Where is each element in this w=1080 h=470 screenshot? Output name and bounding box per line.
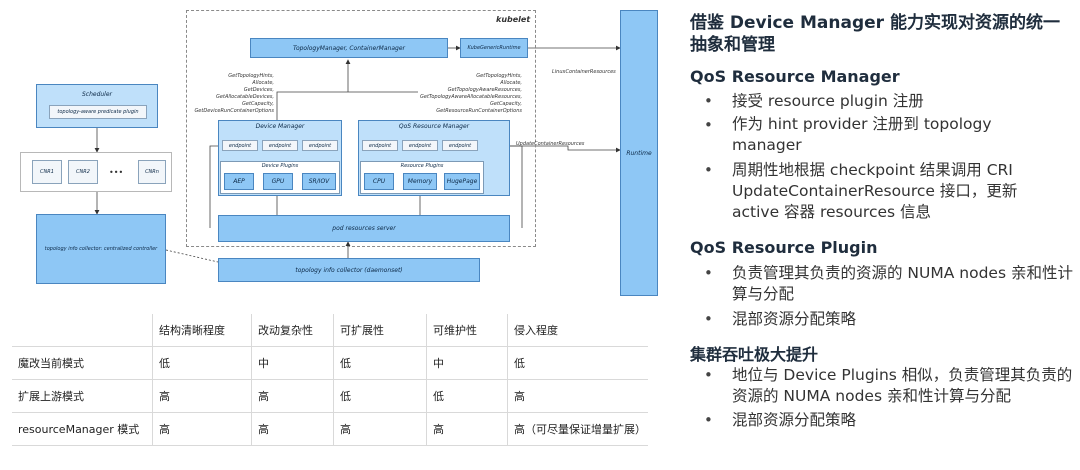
- table-cell: 高: [152, 379, 252, 413]
- table-header-cell: 可扩展性: [333, 314, 427, 347]
- table-cell: 高: [426, 412, 508, 446]
- section-title-qos-plugin: QoS Resource Plugin: [690, 238, 878, 257]
- cpu-plugin-box: CPU: [364, 173, 394, 190]
- bullet-text: 负责管理其负责的资源的 NUMA nodes 亲和性计算与分配: [732, 264, 1073, 303]
- memory-plugin-box: Memory: [403, 173, 437, 190]
- table-cell: 魔改当前模式: [12, 346, 153, 380]
- bullet-text: 地位与 Device Plugins 相似，负责管理其负责的资源的 NUMA n…: [732, 366, 1073, 405]
- bullet-dot: •: [704, 92, 713, 110]
- section-title-cluster-throughput: 集群吞吐极大提升: [690, 345, 819, 364]
- page-title: 借鉴 Device Manager 能力实现对资源的统一抽象和管理: [690, 13, 1060, 55]
- central-collector-box: topology info collector: centralized con…: [36, 214, 166, 284]
- sriov-plugin-box: SR/IOV: [302, 173, 336, 190]
- bullet-text: 混部资源分配策略: [732, 411, 857, 429]
- table-cell: 高: [251, 412, 334, 446]
- table-header-cell: 结构清晰程度: [152, 314, 252, 347]
- bullet-dot: •: [704, 116, 713, 134]
- qos-manager-calls: GetTopologyHints, Allocate, GetTopologyA…: [420, 73, 523, 114]
- table-cell: 中: [426, 346, 508, 380]
- cnr1-box: CNR1: [32, 160, 62, 184]
- qos-endpoint-3: endpoint: [442, 140, 478, 151]
- table-cell: 高（可尽量保证增量扩展）: [507, 412, 648, 446]
- kube-generic-runtime-box: KubeGenericRuntime: [460, 38, 528, 58]
- scheduler-plugin-box: topology-aware predicate plugin: [49, 105, 147, 119]
- aep-plugin-box: AEP: [224, 173, 254, 190]
- cnr-ellipsis: •••: [109, 168, 124, 177]
- bullet-dot: •: [704, 411, 713, 429]
- bullet-text: 接受 resource plugin 注册: [732, 92, 924, 110]
- table-cell: 低: [333, 346, 427, 380]
- table-cell: 高: [507, 379, 648, 413]
- linux-container-resources-label: LinuxContainerResources: [552, 69, 616, 75]
- qos-endpoint-2: endpoint: [402, 140, 438, 151]
- cnr2-box: CNR2: [68, 160, 98, 184]
- table-header-cell: [12, 314, 153, 347]
- kubelet-label: kubelet: [496, 15, 531, 24]
- topology-manager-box: TopologyManager, ContainerManager: [250, 38, 448, 58]
- bullet-dot: •: [704, 366, 713, 384]
- cnr-group: [20, 152, 172, 192]
- table-cell: 低: [333, 379, 427, 413]
- daemonset-collector-box: topology info collector (daemonset): [218, 258, 480, 282]
- table-cell: 高: [333, 412, 427, 446]
- table-cell: 高: [251, 379, 334, 413]
- hugepage-plugin-box: HugePage: [444, 173, 480, 190]
- kubelet-boundary: [186, 10, 536, 247]
- device-endpoint-1: endpoint: [222, 140, 258, 151]
- scheduler-box: Scheduler topology-aware predicate plugi…: [36, 84, 158, 128]
- device-endpoint-2: endpoint: [262, 140, 298, 151]
- table-cell: 中: [251, 346, 334, 380]
- comparison-table: 结构清晰程度 改动复杂性 可扩展性 可维护性 侵入程度 魔改当前模式 低 中 低…: [12, 314, 648, 446]
- bullet-text: 作为 hint provider 注册到 topology manager: [732, 115, 992, 154]
- table-header-cell: 可维护性: [426, 314, 508, 347]
- pod-resources-server-box: pod resources server: [218, 215, 510, 242]
- table-cell: 低: [152, 346, 252, 380]
- bullet-dot: •: [704, 310, 713, 328]
- bullet-text: 周期性地根据 checkpoint 结果调用 CRI UpdateContain…: [732, 161, 1018, 221]
- table-cell: resourceManager 模式: [12, 412, 153, 446]
- table-header-cell: 侵入程度: [507, 314, 648, 347]
- bullet-text: 混部资源分配策略: [732, 310, 857, 328]
- section-title-qos-manager: QoS Resource Manager: [690, 67, 900, 86]
- gpu-plugin-box: GPU: [263, 173, 293, 190]
- table-cell: 低: [426, 379, 508, 413]
- device-endpoint-3: endpoint: [302, 140, 338, 151]
- table-row: resourceManager 模式 高 高 高 高 高（可尽量保证增量扩展）: [12, 412, 648, 446]
- table-header-row: 结构清晰程度 改动复杂性 可扩展性 可维护性 侵入程度: [12, 314, 648, 347]
- table-row: 扩展上游模式 高 高 低 低 高: [12, 379, 648, 413]
- cnrn-box: CNRn: [138, 160, 166, 184]
- device-manager-calls: GetTopologyHints, Allocate, GetDevices, …: [194, 73, 274, 114]
- table-cell: 低: [507, 346, 648, 380]
- table-cell: 高: [152, 412, 252, 446]
- bullet-dot: •: [704, 161, 713, 179]
- table-cell: 扩展上游模式: [12, 379, 153, 413]
- table-row: 魔改当前模式 低 中 低 中 低: [12, 346, 648, 380]
- update-container-resources-label: UpdateContainerResources: [516, 141, 585, 147]
- qos-endpoint-1: endpoint: [362, 140, 398, 151]
- bullet-dot: •: [704, 264, 713, 282]
- runtime-box: Runtime: [620, 10, 658, 296]
- table-header-cell: 改动复杂性: [251, 314, 334, 347]
